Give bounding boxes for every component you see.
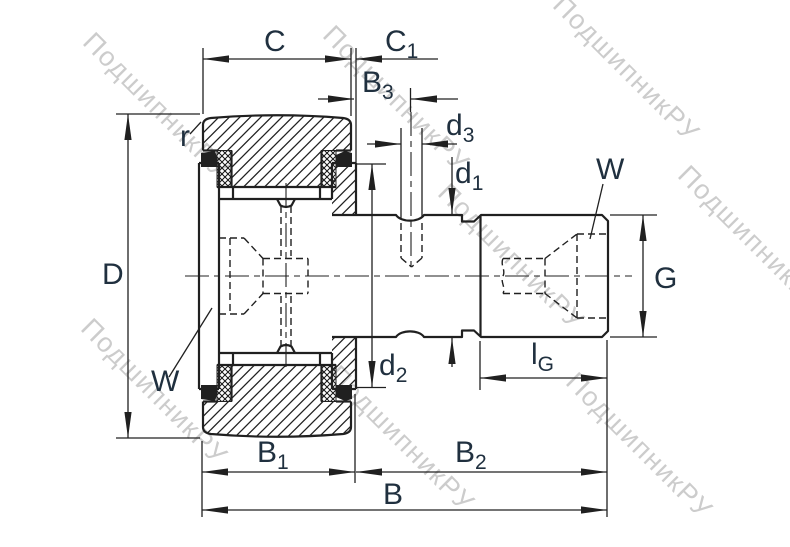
dimension-C: C	[202, 25, 352, 116]
label-W-left-group: W	[151, 307, 213, 398]
dimension-lG: lG	[479, 338, 607, 390]
label-B1: B1	[257, 436, 289, 474]
label-d2: d2	[379, 349, 407, 387]
dimension-d3: d3	[367, 109, 474, 218]
outer-ring	[201, 114, 353, 438]
label-C: C	[264, 25, 286, 58]
label-B3: B3	[362, 66, 394, 104]
label-B2: B2	[455, 436, 487, 474]
label-W-left: W	[151, 365, 180, 398]
label-D: D	[102, 258, 124, 291]
dimension-G: G	[610, 214, 677, 338]
label-d1: d1	[455, 157, 483, 195]
stud-flange	[330, 161, 358, 391]
dimension-B: B	[202, 478, 607, 514]
label-d3: d3	[446, 109, 474, 147]
dimension-B1: B1	[202, 436, 355, 476]
extension-lines	[201, 340, 608, 517]
dimension-d2: d2	[355, 163, 407, 389]
dimension-B2: B2	[356, 436, 607, 476]
label-W-right-group: W	[589, 153, 625, 240]
dimension-C1: C1	[355, 25, 438, 163]
label-G: G	[654, 262, 677, 295]
watermark-text: ПодшипникРУ	[547, 0, 705, 148]
dimension-D: D	[102, 113, 200, 439]
label-B: B	[383, 478, 403, 511]
label-r-group: r	[180, 120, 202, 153]
centerlines	[185, 112, 632, 369]
watermark-text: ПодшипникРУ	[560, 367, 718, 525]
label-r: r	[180, 120, 190, 153]
watermark-text: ПодшипникРУ	[672, 160, 790, 318]
watermarks: ПодшипникРУ ПодшипникРУ ПодшипникРУ Подш…	[75, 0, 790, 525]
label-C1: C1	[385, 25, 418, 63]
dimension-d1: d1	[448, 157, 483, 367]
dimension-B3: B3	[318, 66, 458, 112]
label-lG: lG	[531, 338, 554, 376]
watermark-text: ПодшипникРУ	[432, 178, 590, 336]
label-W-right: W	[596, 153, 625, 186]
hidden-lines	[219, 206, 607, 346]
needle-rollers	[219, 187, 332, 365]
